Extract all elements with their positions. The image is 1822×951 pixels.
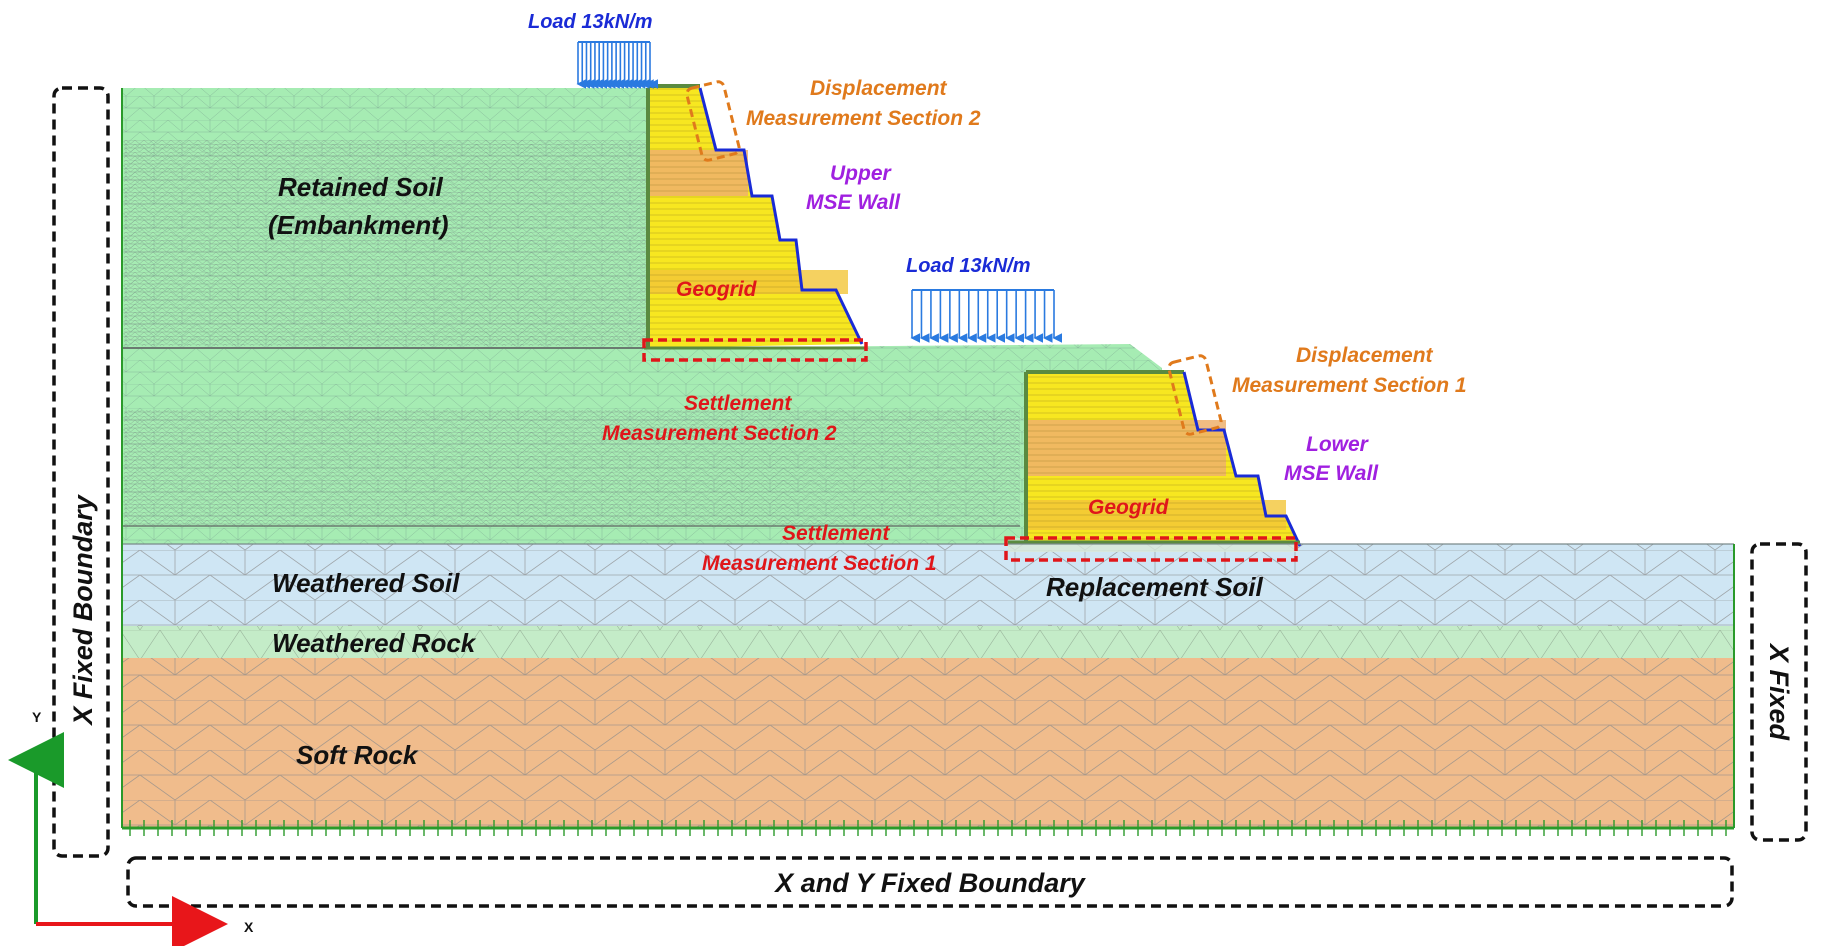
retained-soil-line2: (Embankment) <box>268 210 449 240</box>
weathered-soil-label: Weathered Soil <box>272 568 460 598</box>
soft-rock-layer <box>122 658 1734 828</box>
settlement-section-2-box <box>642 338 868 362</box>
retained-soil-line1: Retained Soil <box>278 172 443 202</box>
x-axis-label: X <box>244 919 254 935</box>
weathered-rock-label: Weathered Rock <box>272 628 477 658</box>
embankment-layer <box>122 88 1162 544</box>
disp-section-1-line1: Displacement <box>1296 344 1434 367</box>
upper-wall-line2: MSE Wall <box>806 191 901 214</box>
lower-wall-line2: MSE Wall <box>1284 462 1379 485</box>
weathered-soil-layer <box>122 544 1734 626</box>
x-fixed-label: X Fixed <box>1764 642 1794 741</box>
settlement-1-line2: Measurement Section 1 <box>702 552 937 575</box>
upper-load-arrows <box>576 41 658 89</box>
disp-section-2-line2: Measurement Section 2 <box>746 107 981 130</box>
replacement-soil-label: Replacement Soil <box>1046 572 1264 602</box>
bottom-fixity-ticks <box>129 820 1727 836</box>
lower-wall-line1: Lower <box>1306 433 1370 456</box>
weathered-rock-layer <box>122 626 1734 658</box>
upper-wall-line1: Upper <box>830 162 893 185</box>
displacement-section-2-box <box>685 80 741 162</box>
xy-fixed-boundary-box <box>126 856 1734 908</box>
disp-section-1-line2: Measurement Section 1 <box>1232 374 1467 397</box>
load-lower-label: Load 13kN/m <box>906 255 1030 277</box>
settlement-section-1-box <box>1004 536 1298 562</box>
geogrid-upper-label: Geogrid <box>676 278 758 301</box>
settlement-1-line1: Settlement <box>782 522 890 545</box>
x-fixed-boundary-box <box>52 86 110 858</box>
settlement-2-line1: Settlement <box>684 392 792 415</box>
xy-fixed-boundary-label: X and Y Fixed Boundary <box>773 868 1087 898</box>
settlement-2-line2: Measurement Section 2 <box>602 422 837 445</box>
lower-load-arrows <box>910 289 1062 343</box>
displacement-section-1-box <box>1167 354 1223 436</box>
x-fixed-boundary-label: X Fixed Boundary <box>68 493 98 727</box>
load-upper-label: Load 13kN/m <box>528 11 652 33</box>
x-fixed-right-box <box>1750 542 1808 842</box>
y-axis-label: Y <box>32 709 42 725</box>
geogrid-lower-label: Geogrid <box>1088 496 1170 519</box>
disp-section-2-line1: Displacement <box>810 77 948 100</box>
lower-mse-wall <box>1008 370 1302 547</box>
soft-rock-label: Soft Rock <box>296 740 419 770</box>
